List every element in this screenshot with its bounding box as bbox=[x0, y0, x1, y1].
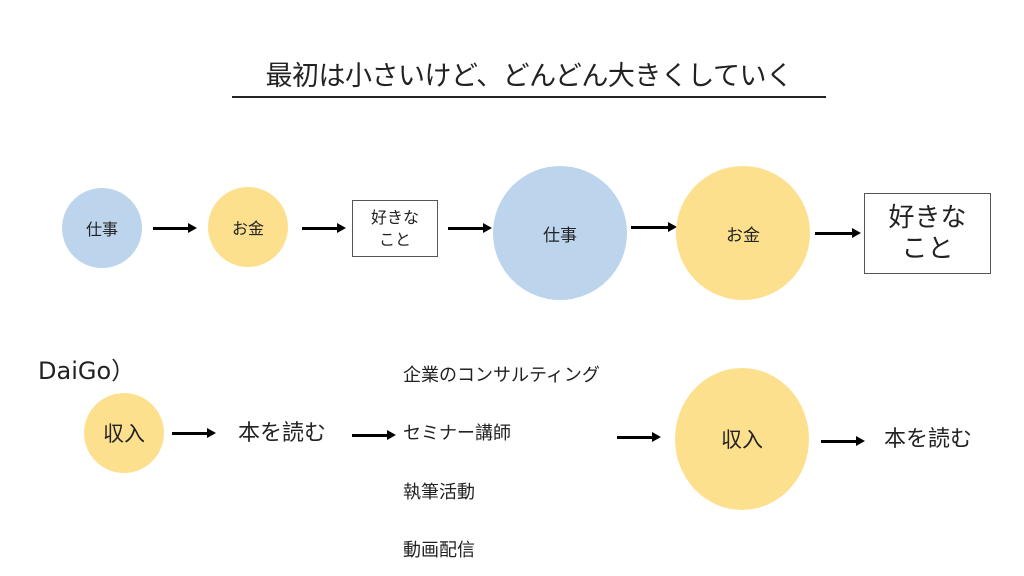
money-label: お金 bbox=[726, 225, 760, 246]
work-circle-large: 仕事 bbox=[493, 166, 627, 300]
favorite-line2: こと bbox=[901, 233, 954, 264]
page-title: 最初は小さいけど、どんどん大きくしていく bbox=[232, 60, 826, 98]
favorite-line1: 好きな bbox=[370, 207, 419, 227]
work-label: 仕事 bbox=[543, 225, 577, 246]
income-label: 収入 bbox=[721, 428, 763, 452]
money-circle-large: お金 bbox=[676, 166, 810, 300]
example-label: DaiGo） bbox=[38, 357, 136, 385]
money-label: お金 bbox=[231, 219, 264, 238]
favorite-line2: こと bbox=[378, 229, 411, 249]
right-arrow-icon bbox=[448, 223, 492, 233]
right-arrow-icon bbox=[617, 432, 661, 442]
read-books-text: 本を読む bbox=[238, 421, 327, 446]
favorite-box-large: 好きな こと bbox=[864, 193, 991, 274]
activity-item: セミナー講師 bbox=[403, 423, 511, 444]
money-circle-small: お金 bbox=[208, 187, 288, 267]
income-circle-small: 収入 bbox=[84, 393, 164, 473]
read-books-text-large: 本を読む bbox=[884, 427, 973, 452]
activity-item: 企業のコンサルティング bbox=[403, 365, 600, 386]
work-circle-small: 仕事 bbox=[62, 188, 142, 268]
work-label: 仕事 bbox=[85, 220, 118, 239]
right-arrow-icon bbox=[821, 436, 865, 446]
right-arrow-icon bbox=[153, 223, 197, 233]
right-arrow-icon bbox=[631, 222, 677, 232]
right-arrow-icon bbox=[352, 430, 396, 440]
right-arrow-icon bbox=[172, 428, 216, 438]
right-arrow-icon bbox=[302, 223, 346, 233]
income-label: 収入 bbox=[103, 422, 145, 446]
right-arrow-icon bbox=[815, 228, 861, 238]
favorite-line1: 好きな bbox=[888, 202, 967, 233]
favorite-box-small: 好きな こと bbox=[352, 200, 438, 257]
activity-item: 執筆活動 bbox=[403, 482, 475, 503]
income-circle-large: 収入 bbox=[675, 368, 809, 510]
activity-item: 動画配信 bbox=[403, 540, 475, 561]
